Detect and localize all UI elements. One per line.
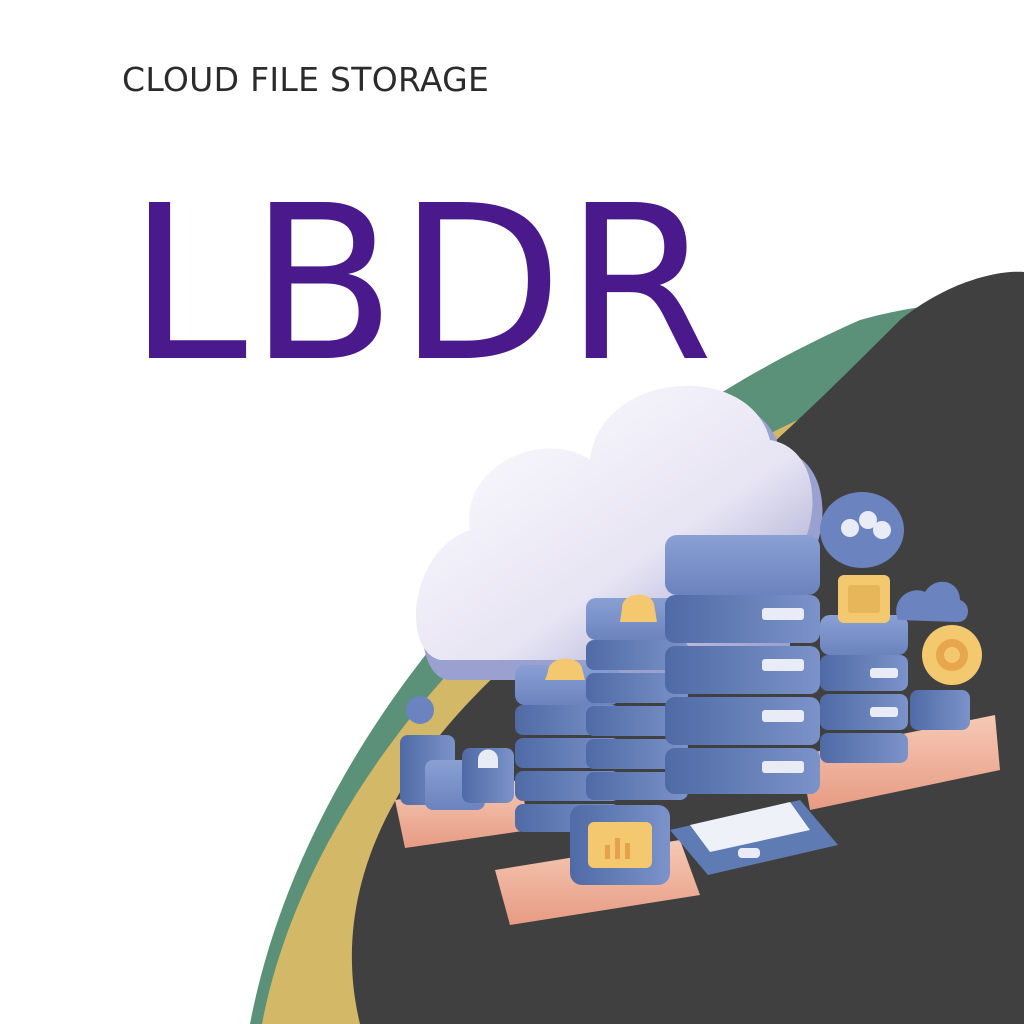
small-device: [910, 690, 970, 730]
server-rack-icon: [820, 575, 908, 763]
lock-icon: [400, 696, 514, 810]
cloud-icon: [820, 492, 904, 568]
gear-icon: [922, 625, 982, 685]
chart-icon: [570, 805, 670, 885]
page-title: LBDR: [128, 160, 716, 409]
cloud-icon: [896, 581, 969, 622]
server-rack-icon: [665, 535, 820, 794]
page-subtitle: CLOUD FILE STORAGE: [122, 60, 490, 99]
document-icon: [670, 800, 838, 875]
server-rack-icon: [586, 594, 688, 800]
